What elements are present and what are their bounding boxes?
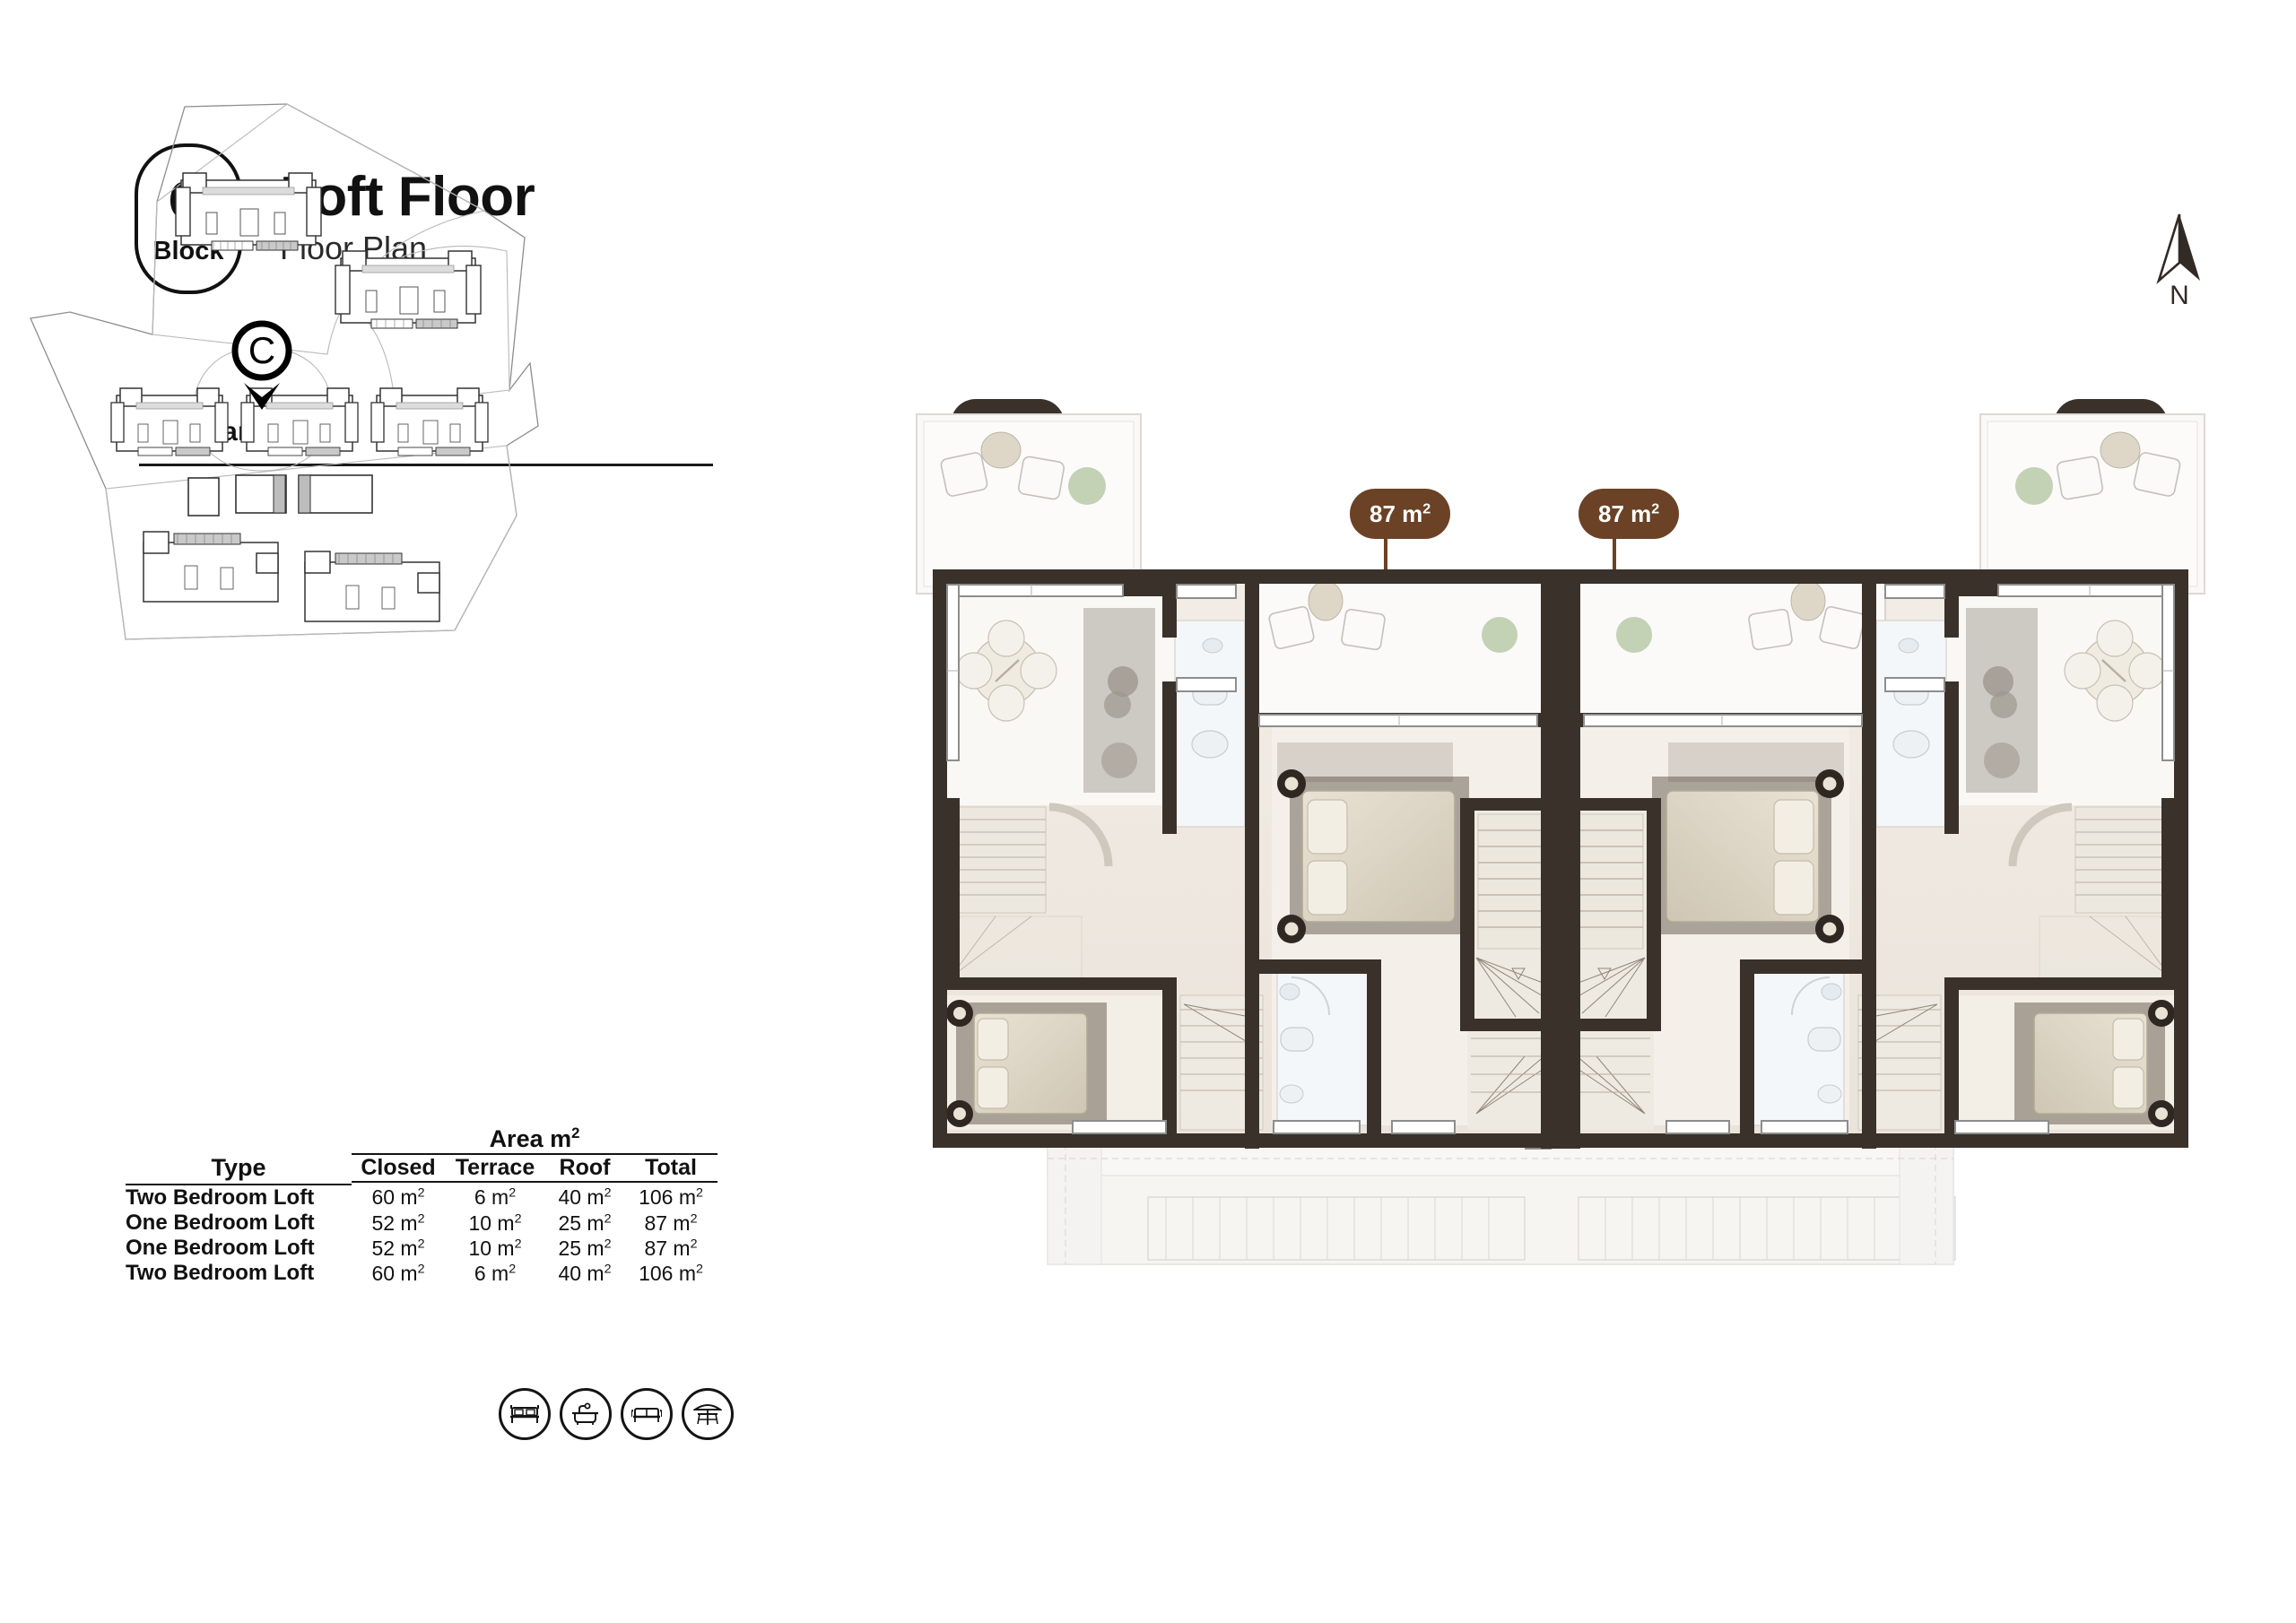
unit-87-right[interactable] <box>1580 726 1849 1126</box>
site-building <box>175 172 322 251</box>
sofa-icon[interactable] <box>621 1388 673 1440</box>
col-header-closed: Closed <box>352 1154 445 1183</box>
site-building <box>143 531 279 603</box>
row-terrace: 10 m2 <box>468 1236 522 1260</box>
row-closed: 60 m2 <box>371 1185 425 1209</box>
row-type: One Bedroom Loft <box>126 1236 315 1260</box>
unit-106-right[interactable] <box>1857 581 2178 1131</box>
row-roof: 25 m2 <box>558 1211 612 1235</box>
site-plan-divider <box>139 464 713 466</box>
patio-table-icon[interactable] <box>682 1388 734 1440</box>
col-header-roof: Roof <box>545 1154 624 1183</box>
row-type: Two Bedroom Loft <box>126 1185 315 1210</box>
area-table-section: Type Area m2 Closed Terrace Roof Total T… <box>126 1125 718 1286</box>
site-plan-diagram[interactable]: C <box>18 94 574 650</box>
table-caption-row: Type Area m2 <box>126 1125 718 1181</box>
col-header-total: Total <box>624 1154 718 1183</box>
site-building <box>240 387 359 456</box>
terrace-outer-right <box>1979 413 2205 595</box>
row-total: 87 m2 <box>644 1211 698 1235</box>
page-header: C Block Loft Floor Floor Plan <box>135 143 535 294</box>
row-terrace: 10 m2 <box>468 1211 522 1235</box>
terrace-furniture <box>940 431 1106 505</box>
location-marker-icon[interactable]: C <box>231 320 292 410</box>
bathtub-icon[interactable] <box>560 1388 612 1440</box>
glazing <box>946 584 2175 1134</box>
row-total: 87 m2 <box>644 1236 698 1260</box>
table-row[interactable]: One Bedroom Loft 52 m2 10 m2 25 m2 87 m2 <box>126 1236 718 1261</box>
area-badge-87-left[interactable]: 87 m2 <box>1350 489 1451 539</box>
row-closed: 52 m2 <box>371 1236 425 1260</box>
floor-plan-drawing[interactable] <box>897 386 2224 1282</box>
row-roof: 40 m2 <box>558 1185 612 1209</box>
caption-type: Type <box>211 1154 266 1181</box>
bathroom <box>1174 620 1246 828</box>
walls <box>933 569 2188 1149</box>
site-building <box>335 250 482 329</box>
table-subheader-row: Closed Terrace Roof Total <box>126 1154 718 1183</box>
area-table: Type Area m2 Closed Terrace Roof Total T… <box>126 1125 718 1286</box>
north-label: N <box>2170 281 2189 310</box>
site-building <box>110 387 229 456</box>
amenity-icon-row <box>499 1388 734 1440</box>
area-badge-87-right[interactable]: 87 m2 <box>1578 489 1680 539</box>
row-roof: 40 m2 <box>558 1261 612 1285</box>
row-roof: 25 m2 <box>558 1236 612 1260</box>
table-row[interactable]: Two Bedroom Loft 60 m2 6 m2 40 m2 106 m2 <box>126 1261 718 1286</box>
terrace-mid-left <box>1248 571 1563 721</box>
row-type: Two Bedroom Loft <box>126 1261 315 1285</box>
table-row[interactable]: One Bedroom Loft 52 m2 10 m2 25 m2 87 m2 <box>126 1211 718 1236</box>
area-badge-label: 87 m2 <box>1598 499 1660 527</box>
bed-icon[interactable] <box>499 1388 551 1440</box>
row-terrace: 6 m2 <box>474 1185 517 1209</box>
stair-left <box>946 806 1083 982</box>
site-amenity-block <box>187 474 373 516</box>
row-terrace: 6 m2 <box>474 1261 517 1285</box>
row-total: 106 m2 <box>639 1261 703 1285</box>
col-header-terrace: Terrace <box>445 1154 545 1183</box>
terrace-outer-left <box>916 413 1142 595</box>
row-closed: 60 m2 <box>371 1261 425 1285</box>
area-badge-label: 87 m2 <box>1370 499 1431 527</box>
terrace-mid-right <box>1570 571 1886 721</box>
site-building <box>370 387 489 456</box>
dining-set <box>955 620 1057 722</box>
terrace-furniture <box>2015 431 2181 505</box>
row-closed: 52 m2 <box>371 1211 425 1235</box>
site-building <box>304 551 440 622</box>
row-total: 106 m2 <box>639 1185 703 1209</box>
north-arrow-icon <box>2156 213 2200 284</box>
site-marker-letter: C <box>248 329 275 371</box>
north-indicator: N <box>2126 211 2233 327</box>
unit-106-left[interactable] <box>944 581 1264 1131</box>
row-type: One Bedroom Loft <box>126 1211 315 1235</box>
caption-area: Area m2 <box>352 1125 718 1155</box>
table-row[interactable]: Two Bedroom Loft 60 m2 6 m2 40 m2 106 m2 <box>126 1185 718 1211</box>
page-title: Loft Floor <box>280 166 535 228</box>
